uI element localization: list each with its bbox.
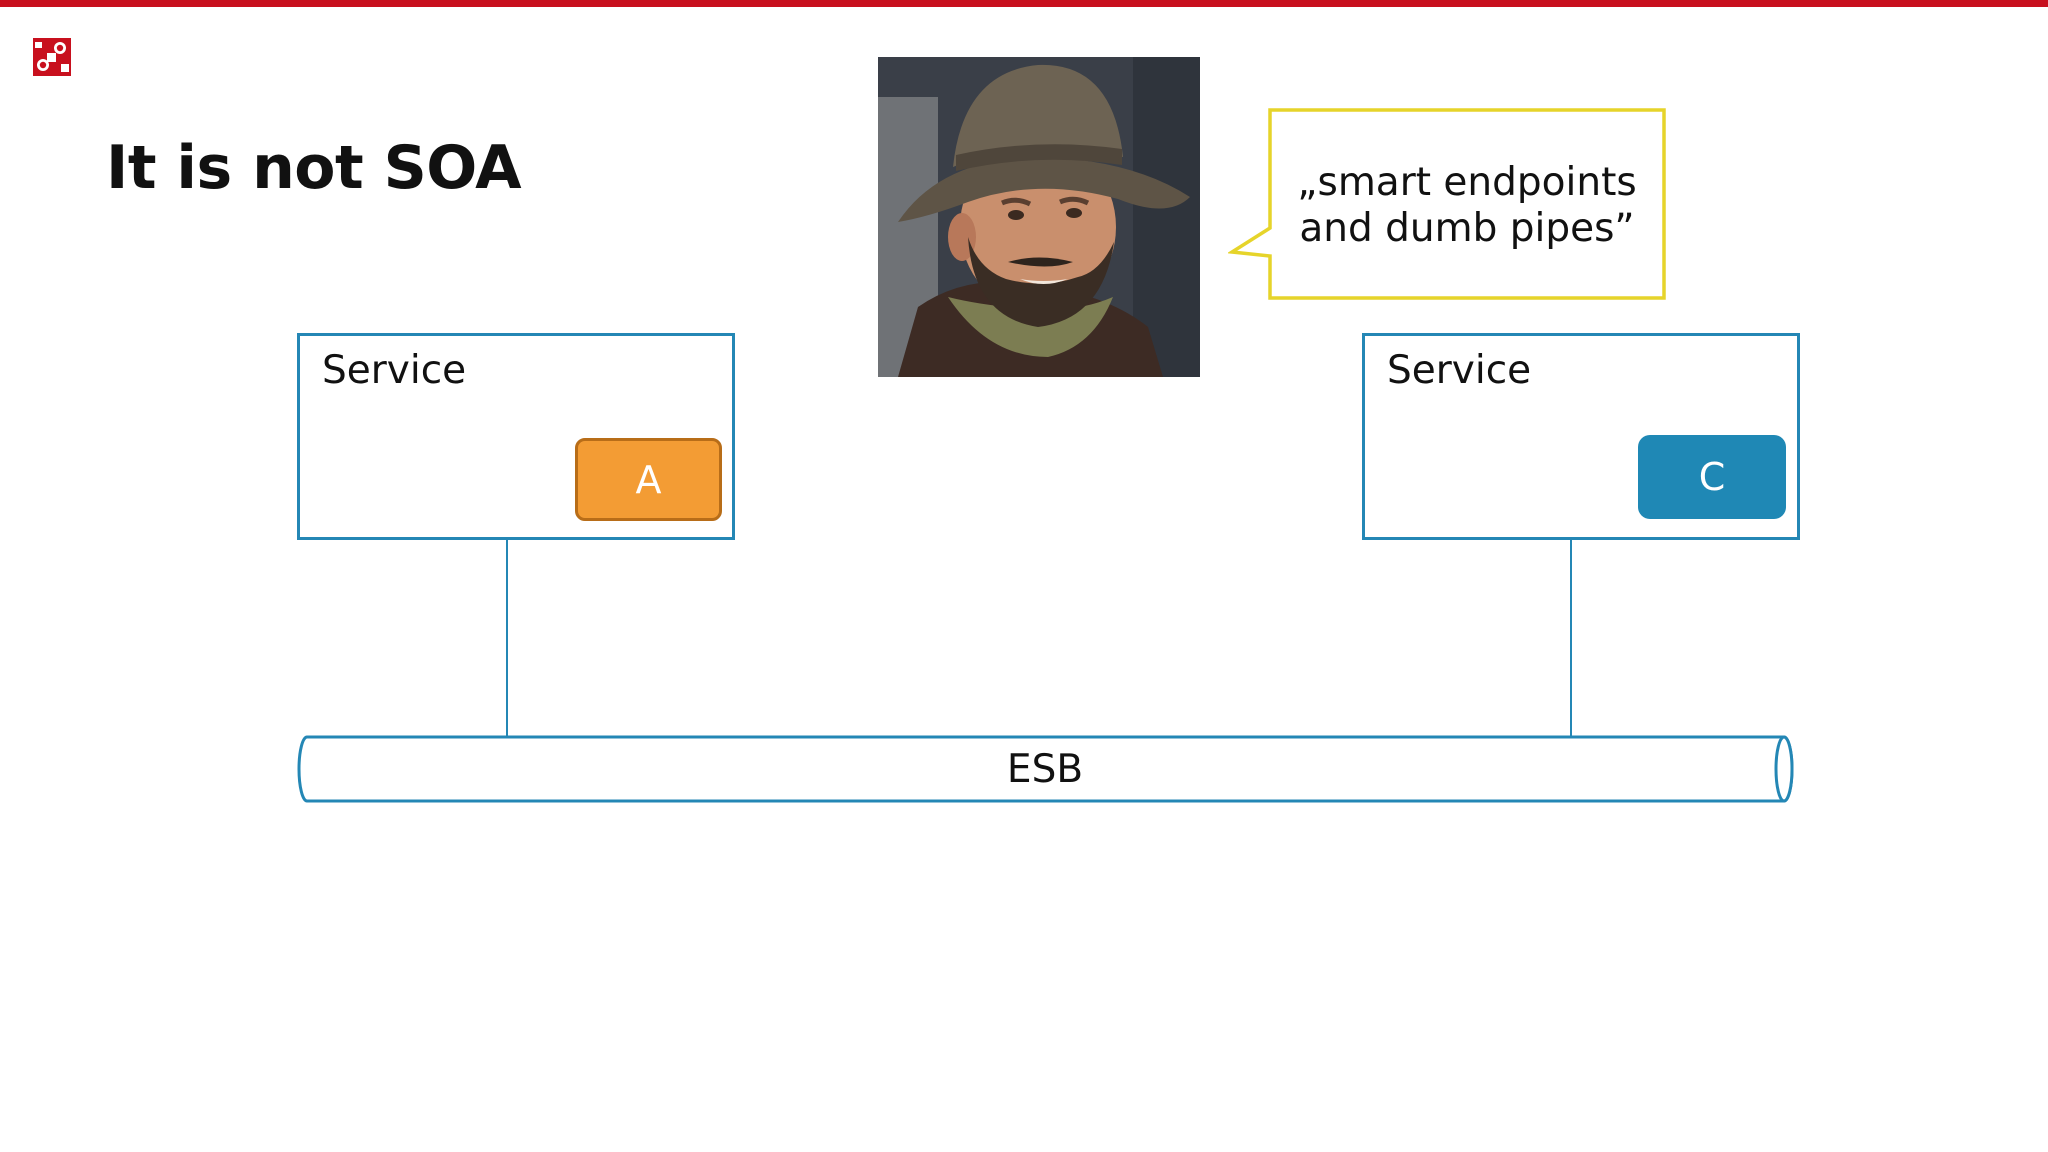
quote-line-2: and dumb pipes” bbox=[1299, 206, 1635, 251]
quote-line-1: „smart endpoints bbox=[1297, 160, 1637, 205]
speech-bubble bbox=[1228, 108, 1666, 300]
service-c-badge: C bbox=[1638, 435, 1786, 519]
company-logo-icon bbox=[33, 38, 71, 76]
slide-title: It is not SOA bbox=[106, 133, 522, 203]
speaker-portrait-photo bbox=[878, 57, 1200, 377]
service-a-badge: A bbox=[575, 438, 722, 521]
top-accent-bar bbox=[0, 0, 2048, 7]
esb-pipe-end bbox=[1774, 735, 1794, 803]
service-label: Service bbox=[322, 348, 467, 393]
speech-bubble-quote: „smart endpoints and dumb pipes” bbox=[1272, 110, 1662, 302]
service-label: Service bbox=[1387, 348, 1532, 393]
esb-label: ESB bbox=[1006, 746, 1084, 792]
